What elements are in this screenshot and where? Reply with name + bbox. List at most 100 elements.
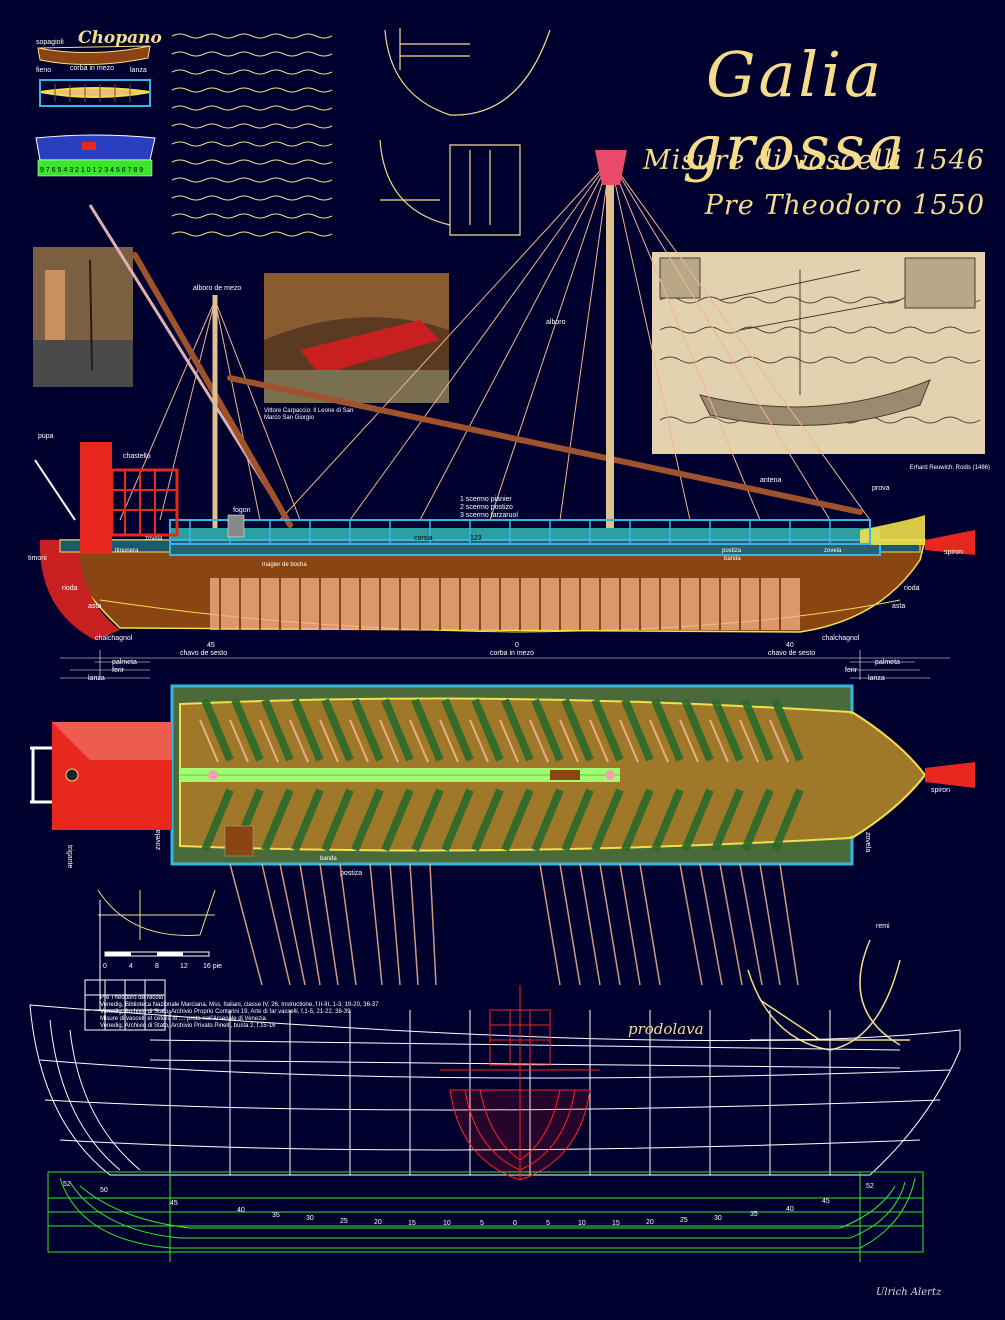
plan-label-remi: remi — [876, 923, 890, 930]
label-antena: antena — [760, 477, 782, 484]
section-sketch-right — [747, 939, 910, 1051]
profile-spars — [88, 150, 863, 545]
chopano-label-fieno: fieno — [36, 67, 51, 74]
plan-label-zovela-aft: zovela — [155, 830, 162, 850]
caption-sources: Pre Theodoro de Nicolo Venedig, Bibliote… — [100, 995, 379, 1029]
label-pupa: pupa — [38, 433, 54, 440]
lines-drawing — [29, 900, 961, 1262]
chopano-label-sopagioli: sopagioli — [36, 39, 64, 46]
label-frame-mid: 0 — [515, 642, 519, 649]
label-prova: prova — [872, 485, 890, 492]
label-alboro: alboro — [546, 319, 566, 326]
caption-carpaccio: Vittore Carpaccio: Il Leone di San Marco… — [264, 408, 354, 421]
section-sketches — [379, 28, 551, 236]
scale-tick-8: 8 — [155, 963, 159, 970]
caption-reuwich: Erhard Reuwich: Rodis (1486) — [909, 465, 990, 471]
label-alboro-de-mezo: alboro de mezo — [193, 285, 241, 292]
frame-number-50-aft: 50 — [100, 1187, 108, 1194]
small-sketch — [97, 889, 216, 940]
label-frame-fwd: 40 — [786, 642, 794, 649]
plan-label-zovela-fwd: zovela — [864, 832, 871, 852]
profile-rigging — [119, 159, 871, 521]
label-fogon: fogon — [233, 507, 251, 514]
plan-label-trigante: trigante — [66, 845, 73, 868]
label-rioda-aft: rioda — [62, 585, 78, 592]
painting-carpaccio — [264, 273, 449, 403]
handwritten-note: prodolava — [628, 1020, 704, 1038]
label-ferir-fwd: ferir — [845, 667, 858, 674]
frame-number-25-aft: 25 — [340, 1218, 348, 1225]
frame-number-30-aft: 30 — [306, 1215, 314, 1222]
frame-number-10-aft: 10 — [443, 1220, 451, 1227]
label-timonera: timonera — [115, 548, 139, 554]
scale-bar: 0 4 8 12 16 pie — [103, 951, 222, 970]
plan-view: spiron postiza banda zovela zovela triga… — [30, 684, 975, 930]
label-ferir-aft: ferir — [112, 667, 125, 674]
author-signature: Ulrich Alertz — [876, 1287, 942, 1298]
chopano-title: Chopano — [78, 28, 162, 48]
label-scermo-3: 3 scermo tarzaruol — [460, 512, 518, 519]
label-lanza-fwd: lanza — [868, 675, 885, 682]
plan-label-postiza: postiza — [340, 870, 362, 877]
plan-label-spiron: spiron — [931, 787, 950, 794]
frame-number-5-aft: 5 — [480, 1220, 484, 1227]
label-rioda-fwd: rioda — [904, 585, 920, 592]
label-corsia-number: 123 — [470, 535, 482, 542]
profile-labels: alboro de mezo alboro pupa chastello fog… — [28, 285, 963, 657]
label-chavo-aft: chavo de sesto — [180, 650, 227, 657]
frame-number-0: 0 — [513, 1220, 517, 1227]
label-timoni: timoni — [28, 555, 47, 562]
frame-number-35-fwd: 35 — [750, 1211, 758, 1218]
frame-number-52-fwd: 52 — [866, 1183, 874, 1190]
profile-hull — [34, 442, 975, 640]
oars — [229, 863, 799, 986]
painting-harbor — [33, 247, 133, 387]
label-frame-aft: 45 — [207, 642, 215, 649]
subtitle-theodoro: Pre Theodoro 1550 — [704, 190, 985, 221]
plan-label-banda: banda — [320, 856, 337, 862]
label-zovela-aft: zovela — [145, 536, 163, 542]
frame-number-52-aft: 52 — [63, 1181, 71, 1188]
label-scermo-1: 1 scermo pianier — [460, 496, 512, 503]
label-chastello: chastello — [123, 453, 151, 460]
label-magier: magier de bocha — [262, 562, 307, 568]
frame-number-15-fwd: 15 — [612, 1220, 620, 1227]
chopano-drawings: sopagioli corba in mezo fieno lanza 9 7 … — [35, 39, 156, 177]
frame-number-40-aft: 40 — [237, 1207, 245, 1214]
label-chalchagnol-fwd: chalchagnol — [822, 635, 860, 642]
label-corba: corba in mezo — [490, 650, 534, 657]
scale-tick-4: 4 — [129, 963, 133, 970]
woodcut-rodis — [652, 252, 985, 454]
frame-number-45-aft: 45 — [170, 1200, 178, 1207]
frame-number-5-fwd: 5 — [546, 1220, 550, 1227]
label-palmeta-fwd: palmeta — [875, 659, 900, 666]
label-asta-aft: asta — [88, 603, 101, 610]
chopano-label-lanza: lanza — [130, 67, 147, 74]
chopano-plan — [39, 87, 151, 98]
label-corsia: corsia — [414, 535, 433, 542]
frame-number-25-fwd: 25 — [680, 1217, 688, 1224]
frame-number-15-aft: 15 — [408, 1220, 416, 1227]
frame-number-20-aft: 20 — [374, 1219, 382, 1226]
scale-tick-0: 0 — [103, 963, 107, 970]
frame-number-30-fwd: 30 — [714, 1215, 722, 1222]
subtitle-misure: Misure di vascelli 1546 — [642, 145, 985, 176]
label-asta-fwd: asta — [892, 603, 905, 610]
frame-numbers-lines: 52 50 45 40 35 30 25 20 15 10 5 0 5 10 1… — [63, 1181, 874, 1227]
label-lanza-aft: lanza — [88, 675, 105, 682]
frame-number-10-fwd: 10 — [578, 1220, 586, 1227]
scale-tick-16: 16 pie — [203, 963, 222, 970]
label-chavo-fwd: chavo de sesto — [768, 650, 815, 657]
manuscript-page — [171, 33, 333, 237]
page-title: Galia grossa — [682, 38, 908, 184]
frame-number-45-fwd: 45 — [822, 1198, 830, 1205]
frame-number-40-fwd: 40 — [786, 1206, 794, 1213]
midship-section — [440, 985, 600, 1181]
label-postiza: postiza — [722, 548, 742, 554]
chopano-profile — [37, 45, 151, 66]
label-palmeta-aft: palmeta — [112, 659, 137, 666]
label-spiron: spiron — [944, 549, 963, 556]
label-banda: banda — [724, 556, 741, 562]
